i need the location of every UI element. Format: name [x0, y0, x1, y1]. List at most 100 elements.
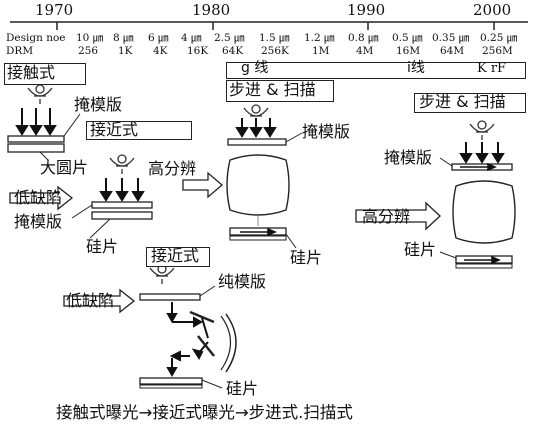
- hollow-arrow: [182, 171, 223, 199]
- year-label: 1970: [35, 1, 74, 19]
- year-label: 1990: [347, 1, 386, 19]
- concave-mirror: [225, 313, 237, 373]
- drm-value: 4M: [356, 45, 374, 57]
- wafer-label-3: 硅片: [404, 240, 437, 259]
- drm-value: 1M: [312, 45, 330, 57]
- drm-value: 16M: [396, 45, 421, 57]
- exposure-arrows: [235, 118, 277, 138]
- pure-mask-label: 纯模版: [218, 272, 267, 291]
- stepper-box-1: 步进 & 扫描: [226, 80, 334, 102]
- leader-line: [39, 151, 49, 161]
- drm-value: 256M: [482, 45, 513, 57]
- drm-value: 256: [78, 45, 99, 57]
- wafer-4: [139, 377, 203, 385]
- wafer-2: [91, 211, 153, 220]
- stepper-box-2: 步进 & 扫描: [414, 93, 526, 113]
- hollow-arrow: [63, 288, 136, 314]
- design-rule-value: 2.5 ㎛: [214, 32, 245, 44]
- leader-line: [199, 285, 216, 297]
- design-rule-value: 1.5 ㎛: [259, 32, 290, 44]
- leader-line: [285, 132, 303, 143]
- drm-value: 64K: [222, 45, 244, 57]
- drm-title: DRM: [6, 45, 34, 57]
- stepper-label-1: 步进 & 扫描: [229, 80, 316, 99]
- mask-plate-1: [7, 135, 65, 143]
- i-line-label: i线: [407, 60, 425, 76]
- design-rule-value: 0.8 ㎛: [348, 32, 379, 44]
- design-rule-value: 0.25 ㎛: [480, 32, 518, 44]
- design-rule-value: 10 ㎛: [76, 32, 104, 44]
- exposure-arrows: [15, 108, 57, 136]
- design-rule-value: 1.2 ㎛: [304, 32, 335, 44]
- optical-path: [166, 302, 209, 378]
- concave-mirror-inner: [220, 315, 232, 371]
- hollow-arrow: [355, 201, 441, 231]
- design-rule-value: 0.35 ㎛: [432, 32, 470, 44]
- design-rule-title: Design noe: [6, 32, 66, 44]
- projection-lens-2: [452, 180, 516, 244]
- leader-line: [63, 113, 81, 137]
- large-wafer-label: 大圆片: [40, 158, 89, 177]
- mask-label-3: 掩模版: [302, 122, 351, 141]
- contact-box: 接触式: [4, 63, 86, 85]
- leader-line: [89, 218, 111, 239]
- high-res-label-2: 高分辨: [362, 207, 411, 226]
- mask-label-4: 掩模版: [384, 148, 433, 167]
- leader-line: [439, 251, 457, 259]
- wafer-label-2: 硅片: [290, 248, 323, 267]
- drm-value: 256K: [261, 45, 289, 57]
- stepper-label-2: 步进 & 扫描: [419, 92, 506, 111]
- stage-4: [139, 384, 203, 389]
- leader-line: [71, 204, 93, 219]
- high-res-label-1: 高分辨: [148, 159, 197, 178]
- proximity-label-2: 接近式: [151, 246, 200, 265]
- design-rule-value: 4 ㎛: [181, 32, 202, 44]
- stage-3: [229, 235, 287, 241]
- drm-value: 4K: [153, 45, 168, 57]
- year-label: 1980: [192, 1, 231, 19]
- wafer-1: [7, 143, 65, 153]
- g-line-label: g 线: [241, 60, 269, 76]
- leader-line: [285, 233, 297, 249]
- low-defect-label-2: 低缺陷: [66, 291, 115, 310]
- scan-arrows: [240, 227, 277, 237]
- mask-label-1: 掩模版: [74, 95, 123, 114]
- wafer-label-4: 硅片: [226, 379, 259, 398]
- lamp-icon: [149, 264, 175, 284]
- lamp-icon: [27, 84, 53, 104]
- low-defect-label-1: 低缺陷: [14, 188, 63, 207]
- year-label: 2000: [473, 1, 512, 19]
- scan-arrows: [464, 255, 501, 265]
- stage-5: [455, 263, 513, 269]
- design-rule-value: 6 ㎛: [148, 32, 169, 44]
- drm-value: 16K: [187, 45, 209, 57]
- lamp-icon: [109, 154, 135, 174]
- wavelength-bar: g 线 i线 K rF: [226, 60, 526, 79]
- projection-lens-1: [226, 154, 290, 216]
- mirror-1: [189, 310, 215, 324]
- mask-label-2: 掩模版: [14, 212, 63, 231]
- leader-line: [201, 379, 223, 389]
- wafer-label-1: 硅片: [86, 237, 119, 256]
- leader-line: [439, 157, 453, 167]
- drm-value: 64M: [440, 45, 465, 57]
- contact-label: 接触式: [7, 63, 56, 82]
- scan-arrows: [460, 162, 497, 172]
- mask-plate-2: [91, 201, 153, 209]
- drm-value: 1K: [118, 45, 133, 57]
- exposure-arrows: [99, 178, 145, 202]
- design-rule-value: 8 ㎛: [113, 32, 134, 44]
- exposure-arrows: [459, 142, 505, 164]
- mirror-2: [197, 335, 215, 357]
- hollow-arrow: [9, 185, 74, 211]
- reticle-1: [227, 138, 287, 146]
- proximity-box-1: 接近式: [86, 121, 192, 140]
- krf-label: K rF: [477, 61, 507, 76]
- mask-plate-4: [139, 293, 201, 301]
- proximity-box-2: 接近式: [146, 247, 210, 267]
- design-rule-value: 0.5 ㎛: [392, 32, 423, 44]
- proximity-label-1: 接近式: [90, 120, 139, 139]
- caption: 接触式曝光→接近式曝光→步进式.扫描式: [56, 403, 353, 422]
